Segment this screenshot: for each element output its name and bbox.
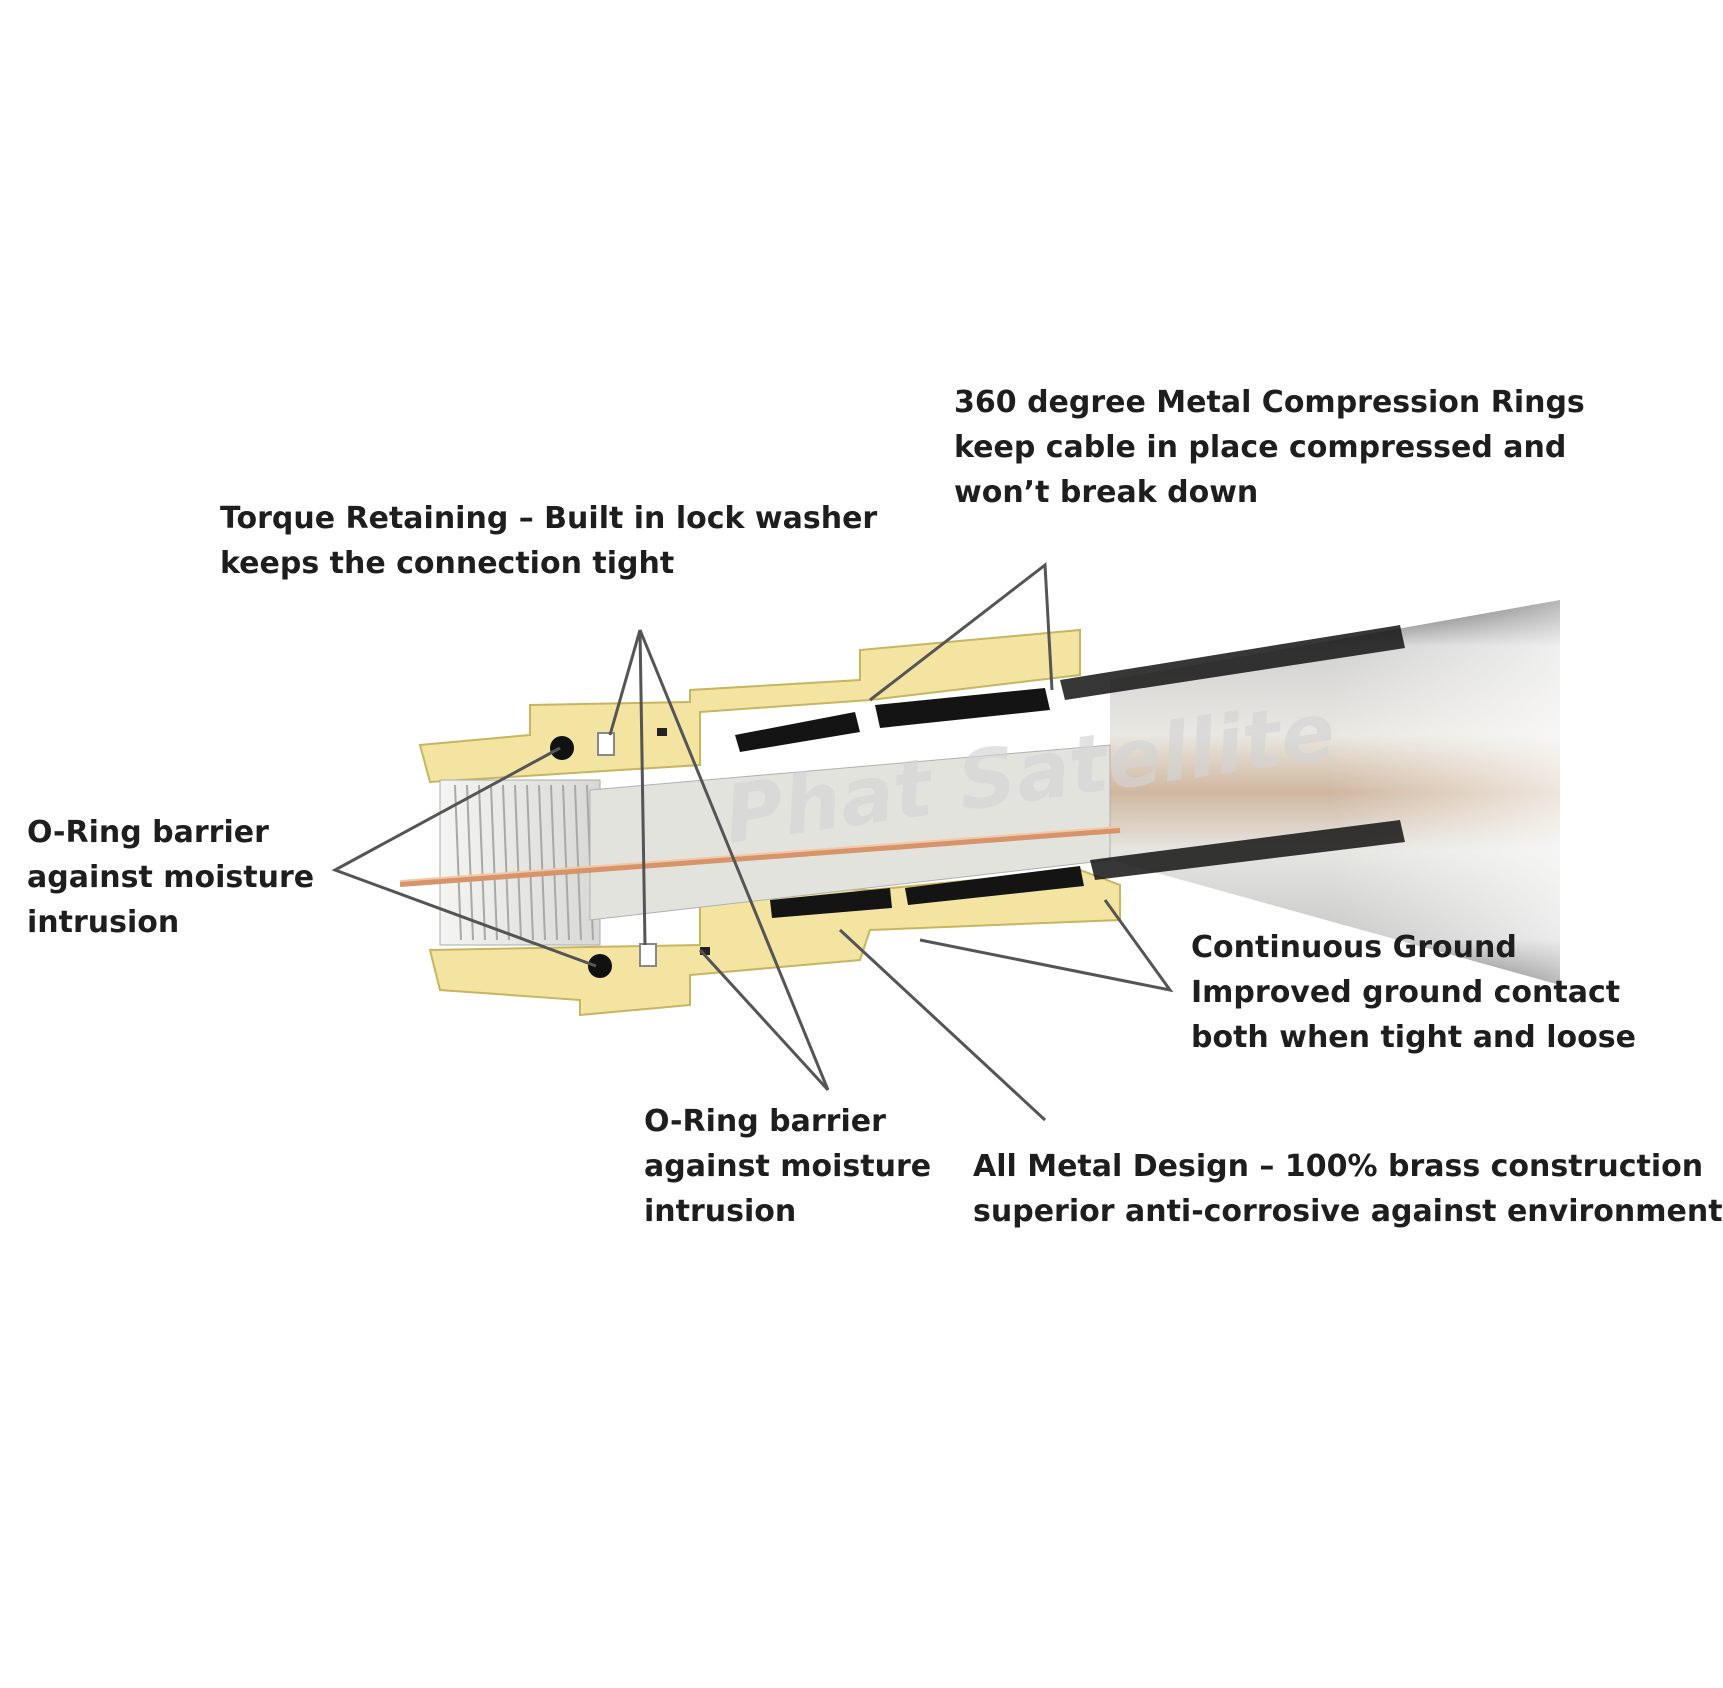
lock-washer-upper — [597, 732, 615, 756]
thread-groove — [526, 784, 534, 941]
leader-metal — [838, 928, 1047, 1122]
callout-line: keeps the connection tight — [220, 546, 675, 581]
callout-line: Improved ground contact — [1191, 975, 1621, 1010]
callout-continuous-ground: Continuous Ground Improved ground contac… — [1191, 925, 1636, 1060]
lock-washer-lower — [639, 943, 657, 967]
thread-groove — [478, 784, 486, 941]
brass-body-upper — [418, 628, 1081, 784]
callout-line: 360 degree Metal Compression Rings — [954, 385, 1585, 420]
leader-oring-left — [331, 746, 597, 968]
coax-cable — [1110, 560, 1688, 1000]
thread-groove — [550, 784, 558, 941]
callout-oring-bottom: O-Ring barrier against moisture intrusio… — [644, 1099, 931, 1234]
callout-line: O-Ring barrier — [27, 815, 269, 850]
thread-groove — [574, 784, 582, 941]
thread-groove — [502, 784, 510, 941]
callout-line: All Metal Design – 100% brass constructi… — [973, 1149, 1704, 1184]
callout-line: against moisture — [644, 1149, 932, 1184]
callout-line: against moisture — [27, 860, 315, 895]
thread-groove — [562, 784, 570, 941]
thread-section — [439, 779, 601, 946]
leader-ground — [919, 899, 1174, 993]
callout-line: Continuous Ground — [1191, 930, 1517, 965]
thread-groove — [514, 784, 522, 941]
compression-rings — [735, 625, 1405, 918]
callout-torque-retaining: Torque Retaining – Built in lock washer … — [220, 496, 877, 586]
leader-compression — [869, 562, 1054, 702]
thread-groove — [466, 784, 474, 941]
o-ring-upper-dot — [550, 736, 574, 760]
callout-line: intrusion — [27, 905, 180, 940]
callout-line: won’t break down — [954, 475, 1259, 510]
callout-line: superior anti-corrosive against environm… — [973, 1194, 1723, 1229]
connector-cutaway-illustration: Phat Satellite — [331, 560, 1688, 1122]
leader-lines — [331, 562, 1174, 1122]
callout-all-metal-design: All Metal Design – 100% brass constructi… — [973, 1144, 1723, 1234]
thread-groove — [454, 784, 462, 941]
callout-line: both when tight and loose — [1191, 1020, 1636, 1055]
thread-groove — [490, 784, 498, 941]
o-rings-and-washer — [550, 728, 710, 978]
thread-groove — [538, 784, 546, 941]
callout-line: Torque Retaining – Built in lock washer — [220, 501, 878, 536]
center-conductor — [399, 826, 1121, 887]
callout-line: keep cable in place compressed and — [954, 430, 1567, 465]
callout-line: O-Ring barrier — [644, 1104, 886, 1139]
leader-torque-b — [638, 629, 830, 1091]
callout-compression-rings: 360 degree Metal Compression Rings keep … — [954, 380, 1585, 515]
callout-line: intrusion — [644, 1194, 797, 1229]
callout-oring-left: O-Ring barrier against moisture intrusio… — [27, 810, 314, 945]
o-ring-lower-dot — [588, 954, 612, 978]
diagram-canvas: Phat Satellite 360 degree Metal Compress… — [27, 380, 1723, 1234]
leader-oring-bottom — [698, 948, 830, 1092]
